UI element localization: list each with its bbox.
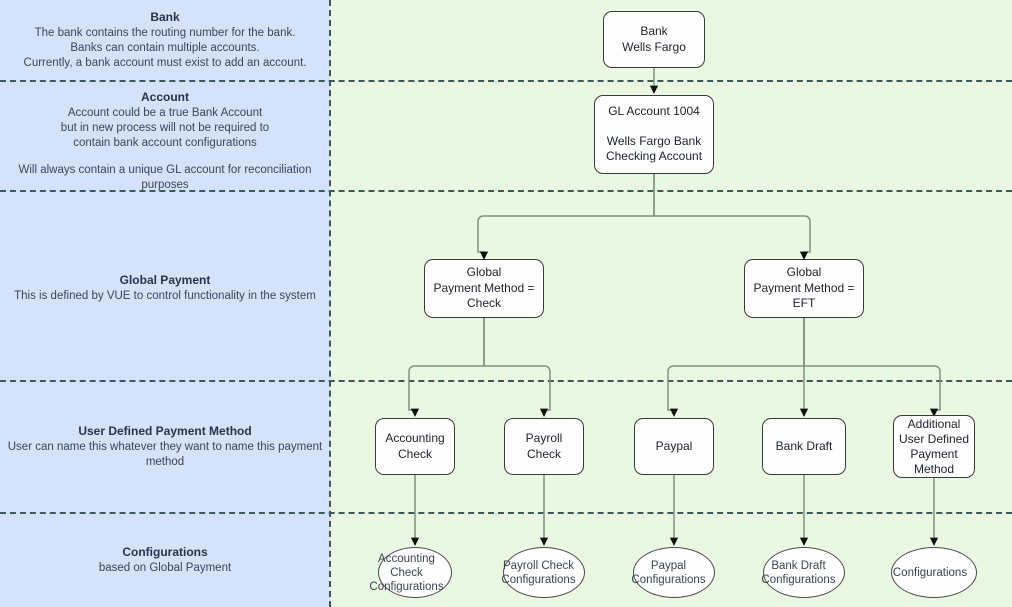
cfg-payroll-line-2: Configurations [501,573,576,586]
node-additional-line-1: Additional [907,416,961,431]
node-accounting-check[interactable]: Accounting Check [375,418,455,475]
node-additional-line-2: User Defined [898,431,970,446]
cfg-additional-line-1: Configurations [892,566,968,579]
cfg-accounting-line-1: Accounting [378,552,435,565]
node-gpm-check-line-1: Global [466,265,502,280]
legend-global-payment: Global Payment This is defined by VUE to… [0,273,330,304]
node-bank[interactable]: Bank Wells Fargo [603,11,705,68]
node-global-payment-method-check[interactable]: Global Payment Method = Check [424,259,544,318]
legend-user-defined-payment-method: User Defined Payment Method User can nam… [0,424,330,470]
legend-account-line-6: purposes [141,179,189,191]
node-additional-user-defined-payment-method[interactable]: Additional User Defined Payment Method [893,415,975,478]
legend-user-defined-line-2: method [145,456,185,468]
node-gl-account-line-3: Wells Fargo Bank [606,133,702,148]
node-paypal-line-1: Paypal [655,438,693,453]
node-payroll-check-line-2: Check [526,446,561,461]
node-accounting-check-line-2: Check [397,446,432,461]
legend-account-line-1: Account could be a true Bank Account [67,107,263,119]
band-bank [0,0,330,81]
node-bank-draft-configurations[interactable]: Bank Draft Configurations [761,547,845,598]
legend-user-defined-line-1: User can name this whatever they want to… [7,441,323,453]
divider-bank-account [0,80,1012,82]
cfg-payroll-line-1: Payroll Check [503,559,574,572]
node-bank-line-1: Bank [640,24,668,38]
legend-bank-line-2: Banks can contain multiple accounts. [70,42,260,54]
cfg-accounting-line-2: Check [390,566,423,579]
node-paypal[interactable]: Paypal [634,418,714,475]
band-account [0,81,330,191]
vertical-divider [329,0,331,607]
cfg-bank-draft-line-1: Bank Draft [771,559,826,572]
legend-global-payment-line-1: This is defined by VUE to control functi… [14,290,316,302]
node-gpm-eft-line-3: EFT [792,296,816,311]
node-gl-account-line-1: GL Account 1004 [608,104,700,119]
node-gl-account[interactable]: GL Account 1004 Wells Fargo Bank Checkin… [594,95,714,174]
band-user-defined [0,381,330,513]
band-configurations [0,513,330,607]
legend-account-line-3: contain bank account configurations [73,137,257,149]
node-payroll-check-line-1: Payroll [525,431,563,445]
node-accounting-check-line-1: Accounting [385,431,445,445]
node-accounting-check-configurations[interactable]: Accounting Check Configurations [369,547,452,598]
legend-bank-line-3: Currently, a bank account must exist to … [23,57,307,69]
node-additional-line-4: Method [913,461,955,476]
node-gl-account-line-4: Checking Account [605,149,703,164]
node-additional-configurations[interactable]: Configurations [891,547,977,598]
legend-account-title: Account [141,90,189,104]
node-gpm-eft-line-1: Global [786,265,822,280]
cfg-accounting-line-3: Configurations [369,580,444,593]
divider-userdefined-config [0,512,1012,514]
divider-global-userdefined [0,380,1012,382]
legend-account-line-2: but in new process will not be required … [60,122,270,134]
legend-global-payment-title: Global Payment [119,273,211,287]
legend-configurations: Configurations based on Global Payment [0,545,330,576]
legend-bank: Bank The bank contains the routing numbe… [0,10,330,71]
cfg-bank-draft-line-2: Configurations [761,573,836,586]
node-payroll-check[interactable]: Payroll Check [504,418,584,475]
legend-account-spacer [0,151,330,163]
node-global-payment-method-eft[interactable]: Global Payment Method = EFT [744,259,864,318]
node-additional-line-3: Payment [910,446,958,461]
node-bank-draft-line-1: Bank Draft [775,438,833,453]
legend-configurations-title: Configurations [122,545,208,559]
legend-account: Account Account could be a true Bank Acc… [0,90,330,193]
node-gpm-check-line-3: Check [466,296,501,311]
cfg-paypal-line-1: Paypal [650,559,687,572]
legend-bank-line-1: The bank contains the routing number for… [34,27,296,39]
legend-account-line-5: Will always contain a unique GL account … [18,164,312,176]
node-gl-account-spacer [606,120,702,134]
node-bank-line-2: Wells Fargo [622,39,686,54]
node-gpm-eft-line-2: Payment Method = [753,280,855,295]
legend-configurations-line-1: based on Global Payment [98,562,232,574]
band-global-payment [0,191,330,381]
node-bank-draft[interactable]: Bank Draft [762,418,846,475]
legend-bank-title: Bank [150,10,180,24]
node-paypal-configurations[interactable]: Paypal Configurations [631,547,715,598]
legend-user-defined-title: User Defined Payment Method [78,424,252,438]
node-payroll-check-configurations[interactable]: Payroll Check Configurations [501,547,585,598]
cfg-paypal-line-2: Configurations [631,573,706,586]
node-gpm-check-line-2: Payment Method = [433,280,535,295]
